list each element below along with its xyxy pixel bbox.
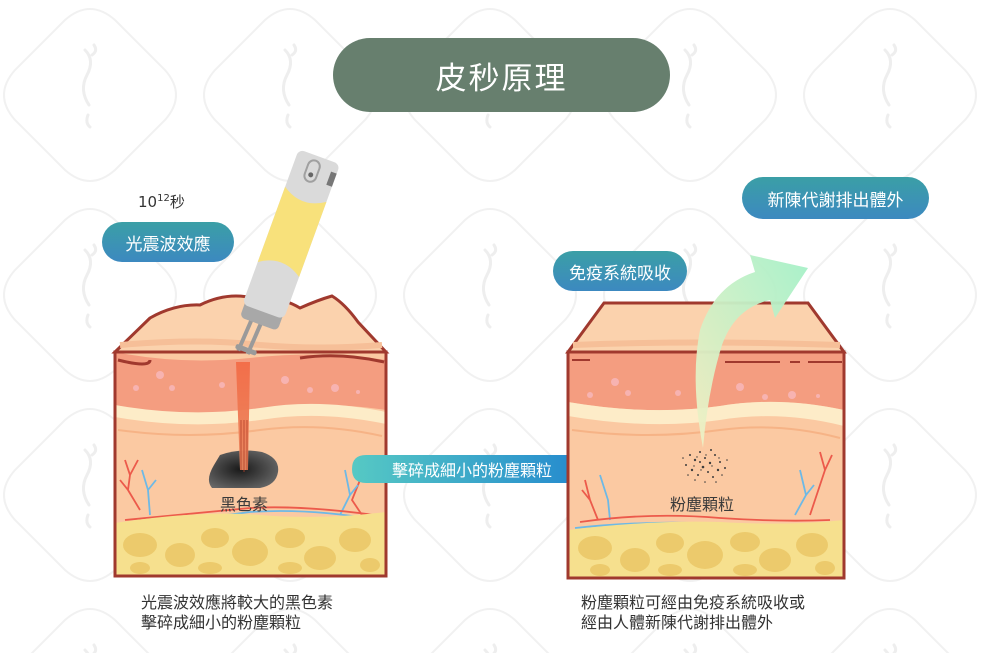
right-caption-line-1: 粉塵顆粒可經由免疫系統吸收或 xyxy=(581,593,806,612)
effect-pill: 光震波效應 xyxy=(102,222,234,262)
right-arrow-icon xyxy=(352,444,620,494)
pigment-label: 黑色素 xyxy=(220,495,269,514)
right-caption-line-2: 經由人體新陳代謝排出體外 xyxy=(581,613,774,632)
left-skin-block xyxy=(111,294,390,578)
picosecond-laser-handpiece-icon xyxy=(235,150,339,356)
middle-arrow-label: 擊碎成細小的粉塵顆粒 xyxy=(391,461,552,480)
left-caption: 光震波效應將較大的黑色素 擊碎成細小的粉塵顆粒 xyxy=(141,593,333,633)
right-caption: 粉塵顆粒可經由免疫系統吸收或 經由人體新陳代謝排出體外 xyxy=(581,593,805,633)
metabolism-pill: 新陳代謝排出體外 xyxy=(742,177,929,219)
left-caption-line-2: 擊碎成細小的粉塵顆粒 xyxy=(141,613,302,632)
curved-up-arrow-icon xyxy=(695,255,808,448)
page-title: 皮秒原理 xyxy=(333,38,670,112)
dust-particles-icon xyxy=(682,449,728,483)
particles-label: 粉塵顆粒 xyxy=(670,495,735,514)
immune-pill: 免疫系統吸收 xyxy=(553,251,687,291)
left-caption-line-1: 光震波效應將較大的黑色素 xyxy=(141,593,334,612)
pulse-duration-label: 1012秒 xyxy=(138,191,185,212)
speed-unit: 秒 xyxy=(169,193,185,211)
speed-exponent: 12 xyxy=(157,193,170,204)
speed-base: 10 xyxy=(138,193,158,211)
